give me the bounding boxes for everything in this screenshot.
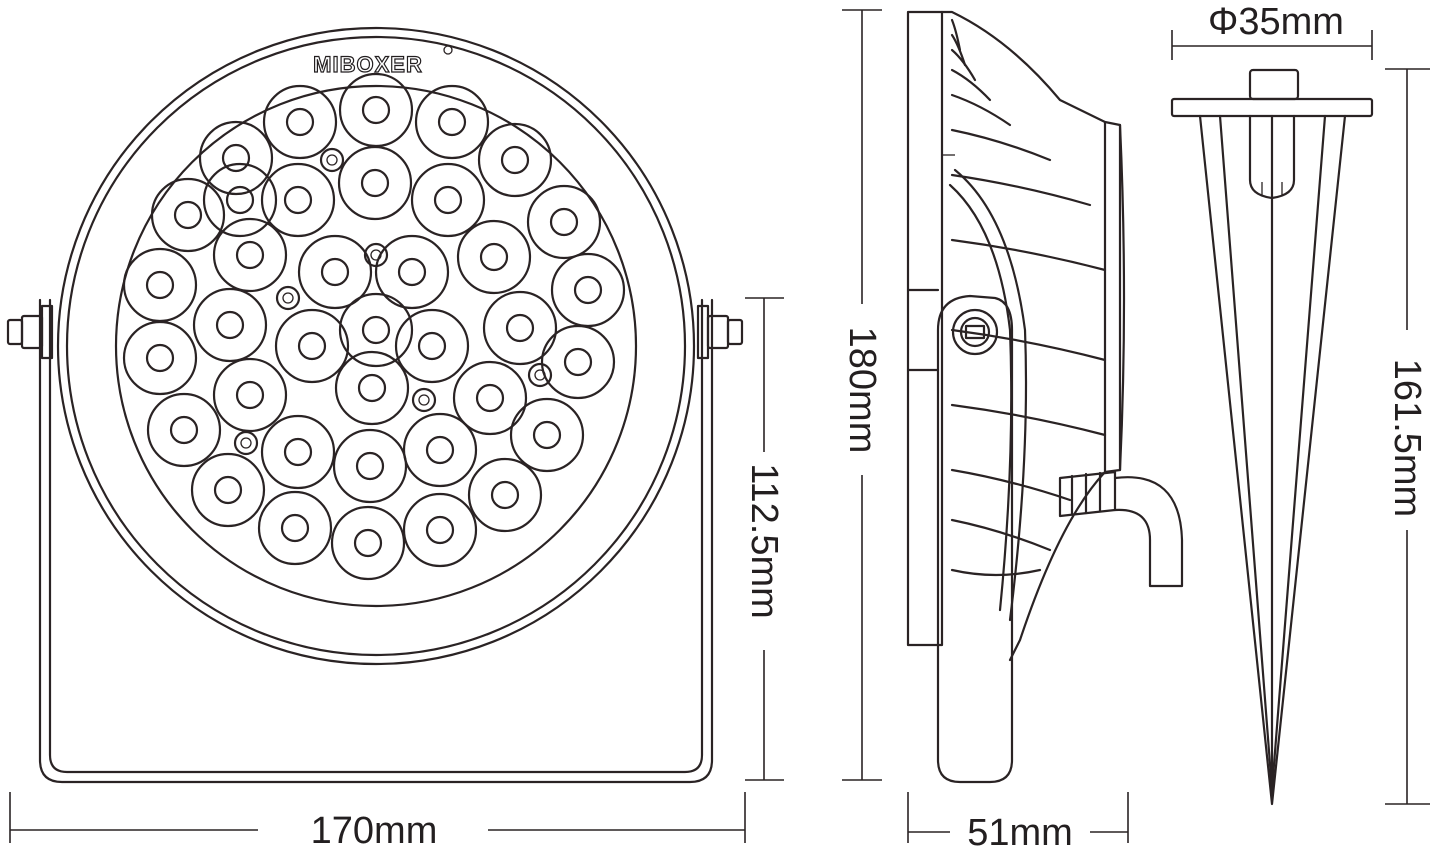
led-lens [192, 287, 268, 363]
panel-screw [319, 147, 345, 173]
fin [950, 48, 977, 82]
ground-spike-view [1170, 68, 1374, 806]
panel-screw [411, 387, 437, 413]
fin [950, 128, 1052, 162]
led-lens [262, 84, 338, 160]
lamp-outer-ring [56, 26, 696, 666]
led-lens [334, 350, 410, 426]
led-lens [394, 308, 470, 384]
side-bracket-arm [936, 294, 1014, 784]
led-lens [482, 290, 558, 366]
bracket-knob-right [696, 304, 744, 360]
led-lens [260, 162, 336, 238]
led-lens [456, 219, 532, 295]
led-lens [297, 234, 373, 310]
led-lens [122, 247, 198, 323]
led-lens [477, 122, 553, 198]
spike-plate [1170, 97, 1374, 118]
led-lens [509, 397, 585, 473]
led-lens [190, 452, 266, 528]
side-view [906, 10, 1184, 784]
dim-spike-diameter-label: Φ35mm [1208, 1, 1344, 43]
led-lens [212, 357, 288, 433]
led-lens [526, 184, 602, 260]
dim-bracket-height-label: 112.5mm [743, 463, 785, 619]
dim-spike-length-label: 161.5mm [1386, 359, 1428, 517]
led-lens [146, 392, 222, 468]
spike-blade [1198, 114, 1347, 806]
led-lens [260, 414, 336, 490]
dim-depth-label: 51mm [967, 812, 1073, 853]
led-lens [540, 324, 616, 400]
led-lens [332, 428, 408, 504]
led-lens [452, 360, 528, 436]
led-lens [122, 320, 198, 396]
fin [950, 518, 1052, 552]
screw-set [233, 147, 553, 456]
led-lens [202, 162, 278, 238]
led-panel [114, 84, 638, 608]
front-view: MIBOXER [6, 26, 744, 784]
led-lens [212, 217, 288, 293]
fin [950, 173, 1092, 207]
fin [950, 403, 1107, 437]
dimension-lines [9, 9, 1430, 843]
bracket-knob-left [6, 304, 54, 360]
led-lens [198, 120, 274, 196]
led-lens [402, 492, 478, 568]
led-lens [257, 490, 333, 566]
led-lens [274, 308, 350, 384]
fin [950, 93, 1012, 127]
fin [950, 568, 1042, 577]
panel-screw [363, 242, 389, 268]
u-bracket [38, 298, 714, 784]
led-lens [374, 234, 450, 310]
dim-height-label: 180mm [841, 327, 883, 454]
led-lens [338, 292, 414, 368]
led-lens [337, 145, 413, 221]
led-array [122, 72, 626, 581]
led-lens [330, 505, 406, 581]
led-lens [414, 84, 490, 160]
heatsink-fins [950, 18, 1107, 577]
led-lens [150, 177, 226, 253]
power-cable [1113, 476, 1184, 588]
brand-logo: MIBOXER [313, 52, 423, 77]
panel-screw [275, 285, 301, 311]
led-lens [338, 72, 414, 148]
spike-cap [1248, 68, 1300, 101]
led-lens [402, 412, 478, 488]
led-lens [550, 252, 626, 328]
fin [950, 328, 1107, 362]
fin [950, 68, 992, 102]
led-lens [467, 457, 543, 533]
front-plate [906, 10, 944, 647]
dim-width-label: 170mm [311, 810, 438, 852]
led-lens [410, 162, 486, 238]
panel-screw [527, 362, 553, 388]
panel-screw [233, 430, 259, 456]
fin [950, 238, 1107, 272]
heatsink-body [940, 10, 1122, 662]
